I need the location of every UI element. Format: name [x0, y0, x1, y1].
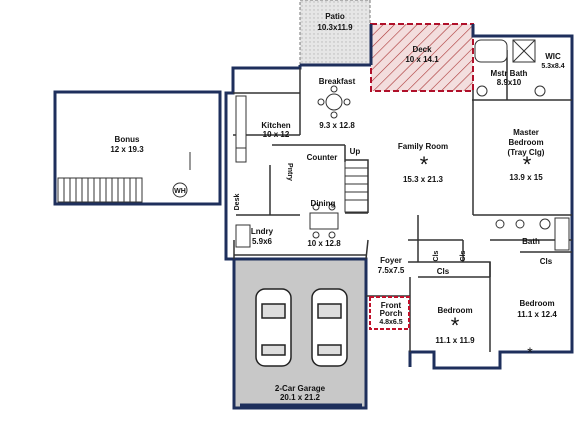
dining-size: 10 x 12.8 — [307, 239, 341, 248]
front-porch-size: 4.8x6.5 — [379, 319, 402, 326]
breakfast-table-icon — [317, 85, 351, 119]
mstr-bath-size: 8.9x10 — [497, 78, 522, 87]
deck-name: Deck — [412, 45, 432, 54]
family-room-size: 15.3 x 21.3 — [403, 175, 444, 184]
bedroom-2-fan-icon: * — [527, 344, 533, 360]
wic-name: WIC — [545, 52, 561, 61]
counter-label: Counter — [307, 153, 338, 162]
front-porch-name: Front — [381, 301, 402, 310]
breakfast-name: Breakfast — [319, 77, 356, 86]
kitchen-name: Kitchen — [261, 121, 290, 130]
bedroom-2-name: Bedroom — [519, 299, 554, 308]
laundry-size: 5.9x6 — [252, 237, 273, 246]
mstr-bath-name: Mstr Bath — [491, 69, 528, 78]
master-bedroom-name-2: Bedroom — [508, 138, 543, 147]
foyer-name: Foyer — [380, 256, 402, 265]
hall-bath-sink-icon — [495, 219, 505, 229]
master-fan-icon: * — [523, 152, 532, 177]
water-heater-icon — [172, 182, 188, 198]
bath-name: Bath — [522, 237, 540, 246]
hall-bath-toilet-icon — [539, 218, 551, 230]
bedroom-1-name: Bedroom — [437, 306, 472, 315]
bonus-name: Bonus — [115, 135, 140, 144]
garage-size: 20.1 x 21.2 — [280, 393, 321, 402]
front-porch-name-2: Porch — [380, 309, 403, 318]
bonus-room-outline — [53, 90, 222, 206]
master-bedroom-name-3: (Tray Clg) — [508, 148, 545, 157]
family-room-name: Family Room — [398, 142, 448, 151]
bedroom-1-size: 11.1 x 11.9 — [435, 336, 475, 345]
pantry-label: Pntry — [286, 163, 293, 181]
family-room-fan-icon: * — [420, 152, 429, 177]
deck-size: 10 x 14.1 — [405, 55, 439, 64]
closet-label-1: Cls — [433, 250, 440, 261]
master-bedroom-name: Master — [513, 128, 539, 137]
main-stairs — [344, 159, 369, 213]
patio-size: 10.3x11.9 — [317, 23, 353, 32]
garage-name: 2-Car Garage — [275, 384, 326, 393]
bathtub-icon — [474, 39, 508, 63]
bedroom-2-size: 11.1 x 12.4 — [517, 310, 557, 319]
kitchen-size: 10 x 12 — [263, 130, 290, 139]
bedroom-1-fan-icon: * — [451, 313, 460, 338]
dining-table-icon — [309, 203, 339, 239]
bonus-stairs — [57, 177, 143, 203]
wic-size: 5.3x8.4 — [541, 63, 564, 70]
dining-name: Dining — [311, 199, 336, 208]
stairs-up-label: Up — [350, 147, 361, 156]
closet-label-2: Cls — [460, 250, 467, 261]
kitchen-counter — [235, 95, 247, 157]
hall-bath-tub-icon — [554, 217, 570, 251]
bonus-size: 12 x 19.3 — [110, 145, 144, 154]
interior-walls — [233, 50, 572, 352]
patio-texture — [300, 0, 370, 65]
breakfast-size: 9.3 x 12.8 — [319, 121, 355, 130]
patio-name: Patio — [325, 12, 345, 21]
master-bedroom-size: 13.9 x 15 — [509, 173, 543, 182]
closet-label-3: Cls — [437, 267, 450, 276]
fridge-icon — [235, 224, 251, 248]
car-icon — [255, 288, 292, 367]
front-porch-outline — [369, 296, 410, 330]
toilet-icon — [534, 85, 546, 97]
hall-bath-sink-2-icon — [515, 219, 525, 229]
desk-label: Desk — [234, 194, 241, 211]
water-heater-label: WH — [174, 188, 186, 195]
sink-icon — [476, 85, 488, 97]
closet-label-4: Cls — [540, 257, 553, 266]
stove-icon — [235, 147, 247, 163]
laundry-name: Lndry — [251, 227, 274, 236]
shower-cross-2 — [512, 39, 536, 63]
foyer-size: 7.5x7.5 — [378, 266, 405, 275]
deck-hatch — [370, 23, 474, 92]
car-icon-2 — [311, 288, 348, 367]
